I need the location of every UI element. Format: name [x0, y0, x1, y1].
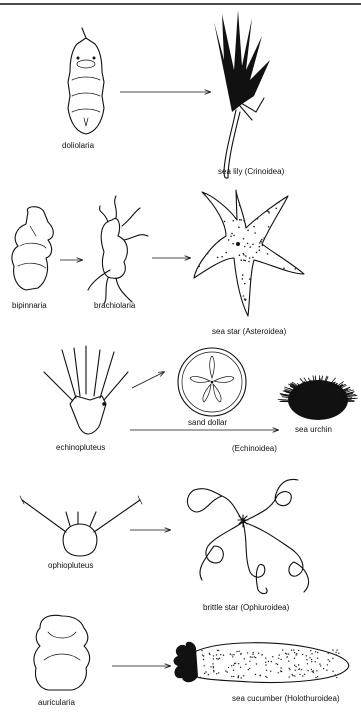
label-bipinnaria: bipinnaria	[12, 302, 47, 310]
label-ophiopluteus: ophiopluteus	[48, 562, 93, 570]
bipinnaria-figure	[12, 207, 53, 290]
sea-cucumber-figure	[174, 642, 349, 683]
sea-star-figure	[194, 190, 304, 316]
brachiolaria-figure	[88, 196, 148, 304]
label-brittle-star: brittle star (Ophiuroidea)	[203, 604, 289, 612]
label-brachiolaria: brachiolaria	[94, 302, 135, 310]
sea-urchin-figure	[278, 375, 358, 420]
label-sea-urchin: sea urchin	[295, 426, 332, 434]
label-sea-cucumber: sea cucumber (Holothuroidea)	[232, 695, 340, 703]
sea-lily-figure	[214, 10, 270, 178]
label-doliolaria: doliolaria	[62, 142, 94, 150]
label-sea-star: sea star (Asteroidea)	[212, 328, 286, 336]
ophiopluteus-figure	[20, 496, 142, 556]
auricularia-figure	[34, 615, 90, 690]
echinopluteus-figure	[44, 346, 128, 434]
brittle-star-figure	[187, 480, 308, 594]
sand-dollar-figure	[178, 348, 246, 416]
label-sea-lily: sea lily (Crinoidea)	[218, 168, 284, 176]
label-sand-dollar: sand dollar	[188, 419, 227, 427]
label-auricularia: auricularia	[38, 699, 75, 707]
label-echinopluteus: echinopluteus	[56, 444, 105, 452]
arrow-echinopluteus-sanddollar	[132, 372, 164, 388]
doliolaria-figure	[68, 28, 104, 134]
label-echinoidea: (Echinoidea)	[232, 445, 277, 453]
